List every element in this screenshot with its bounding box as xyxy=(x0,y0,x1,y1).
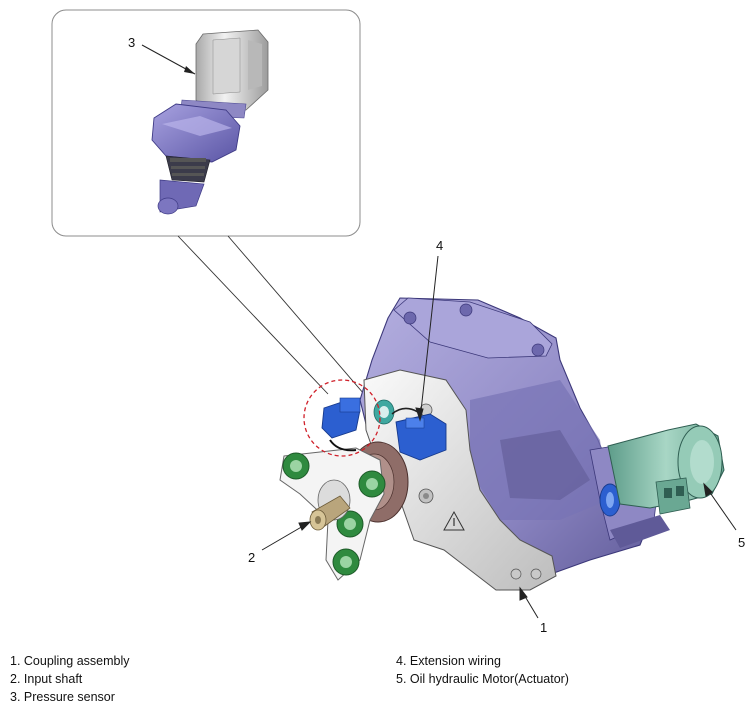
callout-3: 3 xyxy=(128,35,136,50)
pressure-sensor-detail xyxy=(151,29,269,215)
legend-item-3: 3. Pressure sensor xyxy=(10,690,115,704)
legend-item-5: 5. Oil hydraulic Motor(Actuator) xyxy=(396,672,569,686)
legend-right: 4. Extension wiring 5. Oil hydraulic Mot… xyxy=(396,652,569,688)
legend-item-4: 4. Extension wiring xyxy=(396,654,501,668)
hydraulic-motor xyxy=(607,423,725,515)
callout-2: 2 xyxy=(248,550,256,565)
pressure-sensor-highlight-circle xyxy=(303,379,381,457)
callout-5: 5 xyxy=(738,535,746,550)
pressure-sensor-detail-box xyxy=(51,9,361,237)
inset-connector-line-right xyxy=(227,235,365,395)
legend-left: 1. Coupling assembly 2. Input shaft 3. P… xyxy=(10,652,130,706)
callout-4: 4 xyxy=(436,238,444,253)
hydraulic-fitting xyxy=(599,483,621,517)
component-diagram xyxy=(51,9,737,619)
legend-item-2: 2. Input shaft xyxy=(10,672,83,686)
legend-item-1: 1. Coupling assembly xyxy=(10,654,130,668)
inset-connector-line-left xyxy=(177,235,329,395)
leader-lines xyxy=(261,255,737,619)
pressure-sensor-mounted xyxy=(321,397,395,452)
input-shaft xyxy=(309,495,351,531)
callout-1: 1 xyxy=(540,620,548,635)
extension-wiring-connector xyxy=(391,407,447,461)
